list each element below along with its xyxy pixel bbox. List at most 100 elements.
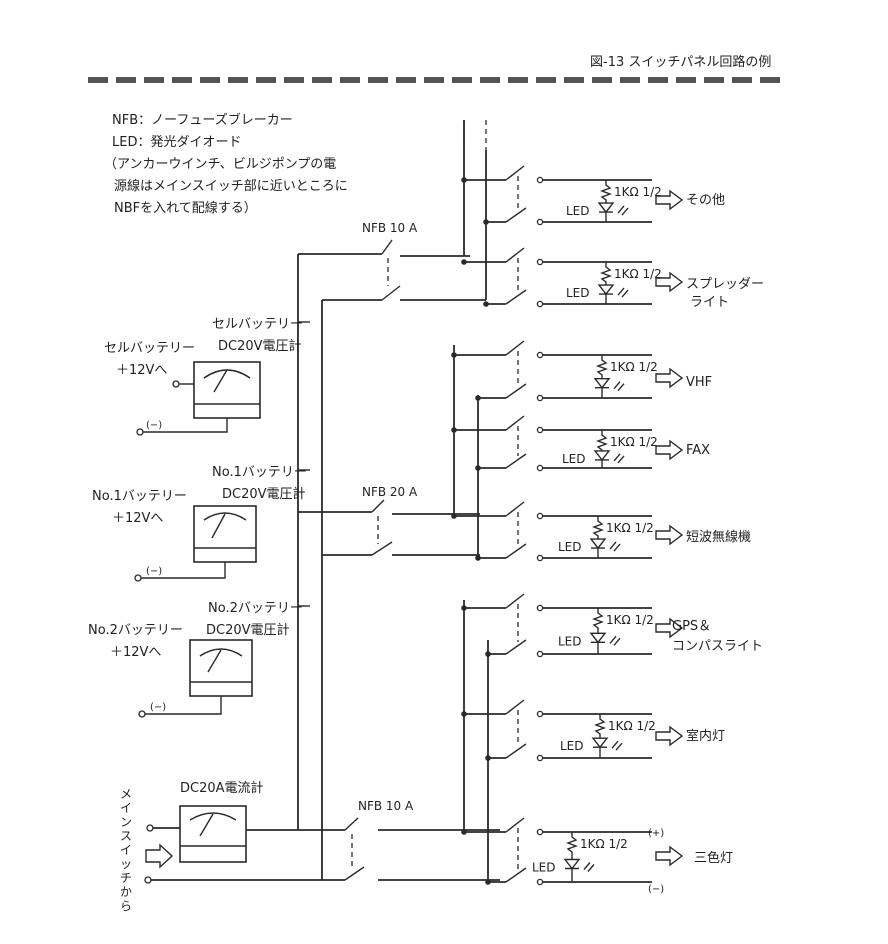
branch-fax-blade-bot [505,453,527,469]
meter-cell-source-1: セルバッテリー [104,341,195,356]
branch-other-resistor [600,180,612,204]
branch-fax-led-rays [613,453,625,464]
branch-tricolor-blade-bot [505,867,527,883]
main-switch-label-char: メ [120,787,132,801]
branch-cabin-blade-bot [505,743,527,759]
branch-gps-resistor-label: 1KΩ 1/2 [606,613,654,627]
branch-spreader-node-bot [483,301,489,307]
branch-cabin-node-bot [485,755,491,761]
legend: NFB：ノーフューズブレーカー LED：発光ダイオード （アンカーウインチ、ビル… [104,112,348,216]
branch-vhf-led [593,377,611,398]
main-switch-label-char: ン [120,815,132,829]
meter-no2-name: DC20V電圧計 [206,622,290,638]
meter-no2-source-1: No.2バッテリー [88,623,183,638]
meter-no2-minus: (−) [150,702,166,713]
branch-vhf-resistor-label: 1KΩ 1/2 [610,360,658,374]
branch-shortwave-term-bot [536,554,544,562]
load-gps-2: コンパスライト [672,639,763,654]
branch-gps-blade-bot [505,639,527,655]
meter-cell-tag: セルバッテリー [212,317,303,332]
branch-fax-resistor-label: 1KΩ 1/2 [610,435,658,449]
breaker-bottom: NFB 10 A [344,799,500,881]
breaker-bottom-label: NFB 10 A [358,799,414,813]
load-spreader-1: スプレッダー [686,277,764,292]
main-switch-arrow [145,843,174,869]
branch-other-term-top [536,176,544,184]
meter-tap-ticks [298,321,310,607]
branch-cabin-node-top [461,711,467,717]
main-bus-lines [150,253,382,881]
branch-shortwave-led-label: LED [558,540,582,554]
load-labels: その他 スプレッダー ライト VHF FAX 短波無線機 GPS＆ コンパスライ… [648,193,764,895]
branch-spreader-resistor [600,262,612,286]
branch-cabin-led [591,737,609,758]
branch-fax-node-top [451,427,457,433]
branch-spreader-term-bot [536,300,544,308]
meter-no1: No.1バッテリー DC20V電圧計 No.1バッテリー ＋12Vへ (−) [92,465,307,582]
branch-cabin-term-top [536,710,544,718]
branch-spreader-led-label: LED [566,286,590,300]
branch-vhf-term-bot [536,394,544,402]
branch-vhf-arrow [655,367,684,389]
branch-vhf-node-top [451,352,457,358]
branch-spreader-blade-bot [505,289,527,305]
breaker-middle-label: NFB 20 A [362,485,418,499]
branch-cabin-led-label: LED [560,739,584,753]
branch-fax-node-bot [475,465,481,471]
branch-tricolor-arrow [655,845,684,867]
branch-gps-resistor [592,608,604,634]
branch-shortwave-resistor-label: 1KΩ 1/2 [606,521,654,535]
meter-no1-name: DC20V電圧計 [222,486,306,502]
legend-nfb: NFB：ノーフューズブレーカー [112,112,293,128]
meter-no1-source-1: No.1バッテリー [92,489,187,504]
branch-tricolor-led [563,858,581,882]
main-switch-label-char: イ [120,801,132,815]
branch-tricolor-resistor-label: 1KΩ 1/2 [580,837,628,851]
branch-tricolor-node-top [461,829,467,835]
branch-cabin-resistor [594,714,606,739]
branch-shortwave-led [589,538,607,558]
meter-cell: セルバッテリー DC20V電圧計 セルバッテリー ＋12Vへ (−) [104,317,303,436]
load-cabin: 室内灯 [686,728,725,744]
branch-cabin-led-rays [611,740,623,751]
branch-other-blade-top [505,165,525,181]
branch-tricolor-led-label: LED [532,861,556,875]
main-switch-label-char: チ [120,871,132,885]
branch-vhf-blade-top [505,340,525,356]
branch-tricolor-term-top [536,828,544,836]
main-switch-label-char: ら [120,899,132,913]
main-switch-label-char: ス [120,829,132,843]
branch-other-node-top [461,177,467,183]
branch-other-term-bot [536,218,544,226]
branch-other-led-label: LED [566,204,590,218]
branch-shortwave-blade-bot [505,543,527,559]
branch-other-led [597,202,615,222]
branch-fax-blade-top [505,415,525,431]
breaker-top-label: NFB 10 A [362,221,418,235]
branch-vhf-resistor [596,355,608,379]
branch-fax-term-top [536,426,544,434]
branch-gps-led-label: LED [558,634,582,648]
branch-tricolor-led-rays [583,862,595,872]
main-switch-label-char: か [120,885,132,899]
polarity-plus: (+) [648,828,664,839]
load-tricolor: 三色灯 [694,850,733,866]
branch-cabin-arrow [655,725,684,747]
branch-gps-node-bot [485,651,491,657]
load-vhf: VHF [686,375,712,390]
polarity-minus: (−) [648,884,664,895]
branch-shortwave-arrow [655,524,684,546]
legend-note-3: NBFを入れて配線する） [114,200,257,216]
branch-gps-arrow [655,617,684,639]
legend-led: LED：発光ダイオード [112,135,241,150]
ammeter-name: DC20A電流計 [180,780,264,796]
branch-spreader-led-rays [617,287,629,298]
branch-vhf-node-bot [475,395,481,401]
branch-cabin-blade-top [505,699,525,715]
branch-gps-led [589,632,607,654]
branch-spreader-node-top [461,259,467,265]
